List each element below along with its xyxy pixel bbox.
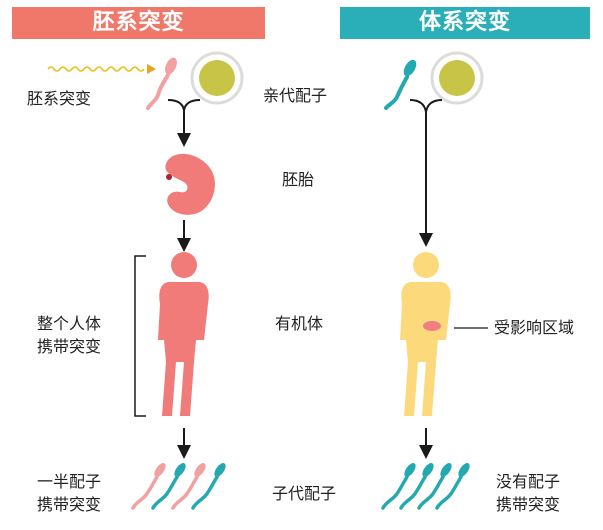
half-gametes-label: 一半配子 携带突变 xyxy=(37,470,101,516)
somatic-organism-figure xyxy=(400,252,451,416)
sperm-icon xyxy=(171,463,206,510)
germline-banner: 胚系突变 xyxy=(12,7,265,39)
sperm-icon xyxy=(381,463,416,510)
sperm-icon xyxy=(384,59,417,110)
germline-organism-figure xyxy=(158,252,209,416)
stage-parent-gametes-label: 亲代配子 xyxy=(263,86,328,105)
sperm-icon xyxy=(131,463,166,510)
half-gametes-label-line-2: 携带突变 xyxy=(37,495,102,514)
radiation-wave-icon xyxy=(47,66,145,72)
no-gametes-label-line-2: 携带突变 xyxy=(496,495,561,514)
radiation-arrow-icon xyxy=(147,64,156,74)
sperm-icon xyxy=(435,463,470,510)
stage-offspring-gametes-label: 子代配子 xyxy=(272,484,337,503)
germline-offspring-sperm-group xyxy=(131,463,226,510)
affected-region-label: 受影响区域 xyxy=(494,318,575,337)
sperm-icon xyxy=(399,463,434,510)
fusion-connector xyxy=(409,99,443,113)
sperm-icon xyxy=(417,463,452,510)
whole-body-carries-label: 整个人体 携带突变 xyxy=(37,312,101,358)
germline-mutation-label: 胚系突变 xyxy=(27,89,92,108)
stage-organism-label: 有机体 xyxy=(275,314,324,333)
somatic-offspring-sperm-group xyxy=(381,463,470,510)
whole-body-label-line-2: 携带突变 xyxy=(37,337,102,356)
affected-region xyxy=(423,321,441,331)
egg-icon xyxy=(190,51,244,105)
sperm-icon xyxy=(191,463,226,510)
whole-body-label-line-1: 整个人体 xyxy=(37,314,102,333)
sperm-icon xyxy=(151,463,186,510)
somatic-banner: 体系突变 xyxy=(340,7,590,39)
egg-icon xyxy=(430,51,484,105)
sperm-icon xyxy=(146,57,177,110)
half-gametes-label-line-1: 一半配子 xyxy=(37,472,102,491)
fusion-connector xyxy=(167,99,201,111)
no-gametes-label-line-1: 没有配子 xyxy=(496,472,561,491)
stage-embryo-label: 胚胎 xyxy=(282,170,315,189)
embryo-icon xyxy=(165,153,215,215)
no-gametes-label: 没有配子 携带突变 xyxy=(496,470,560,516)
whole-body-bracket xyxy=(134,255,146,417)
